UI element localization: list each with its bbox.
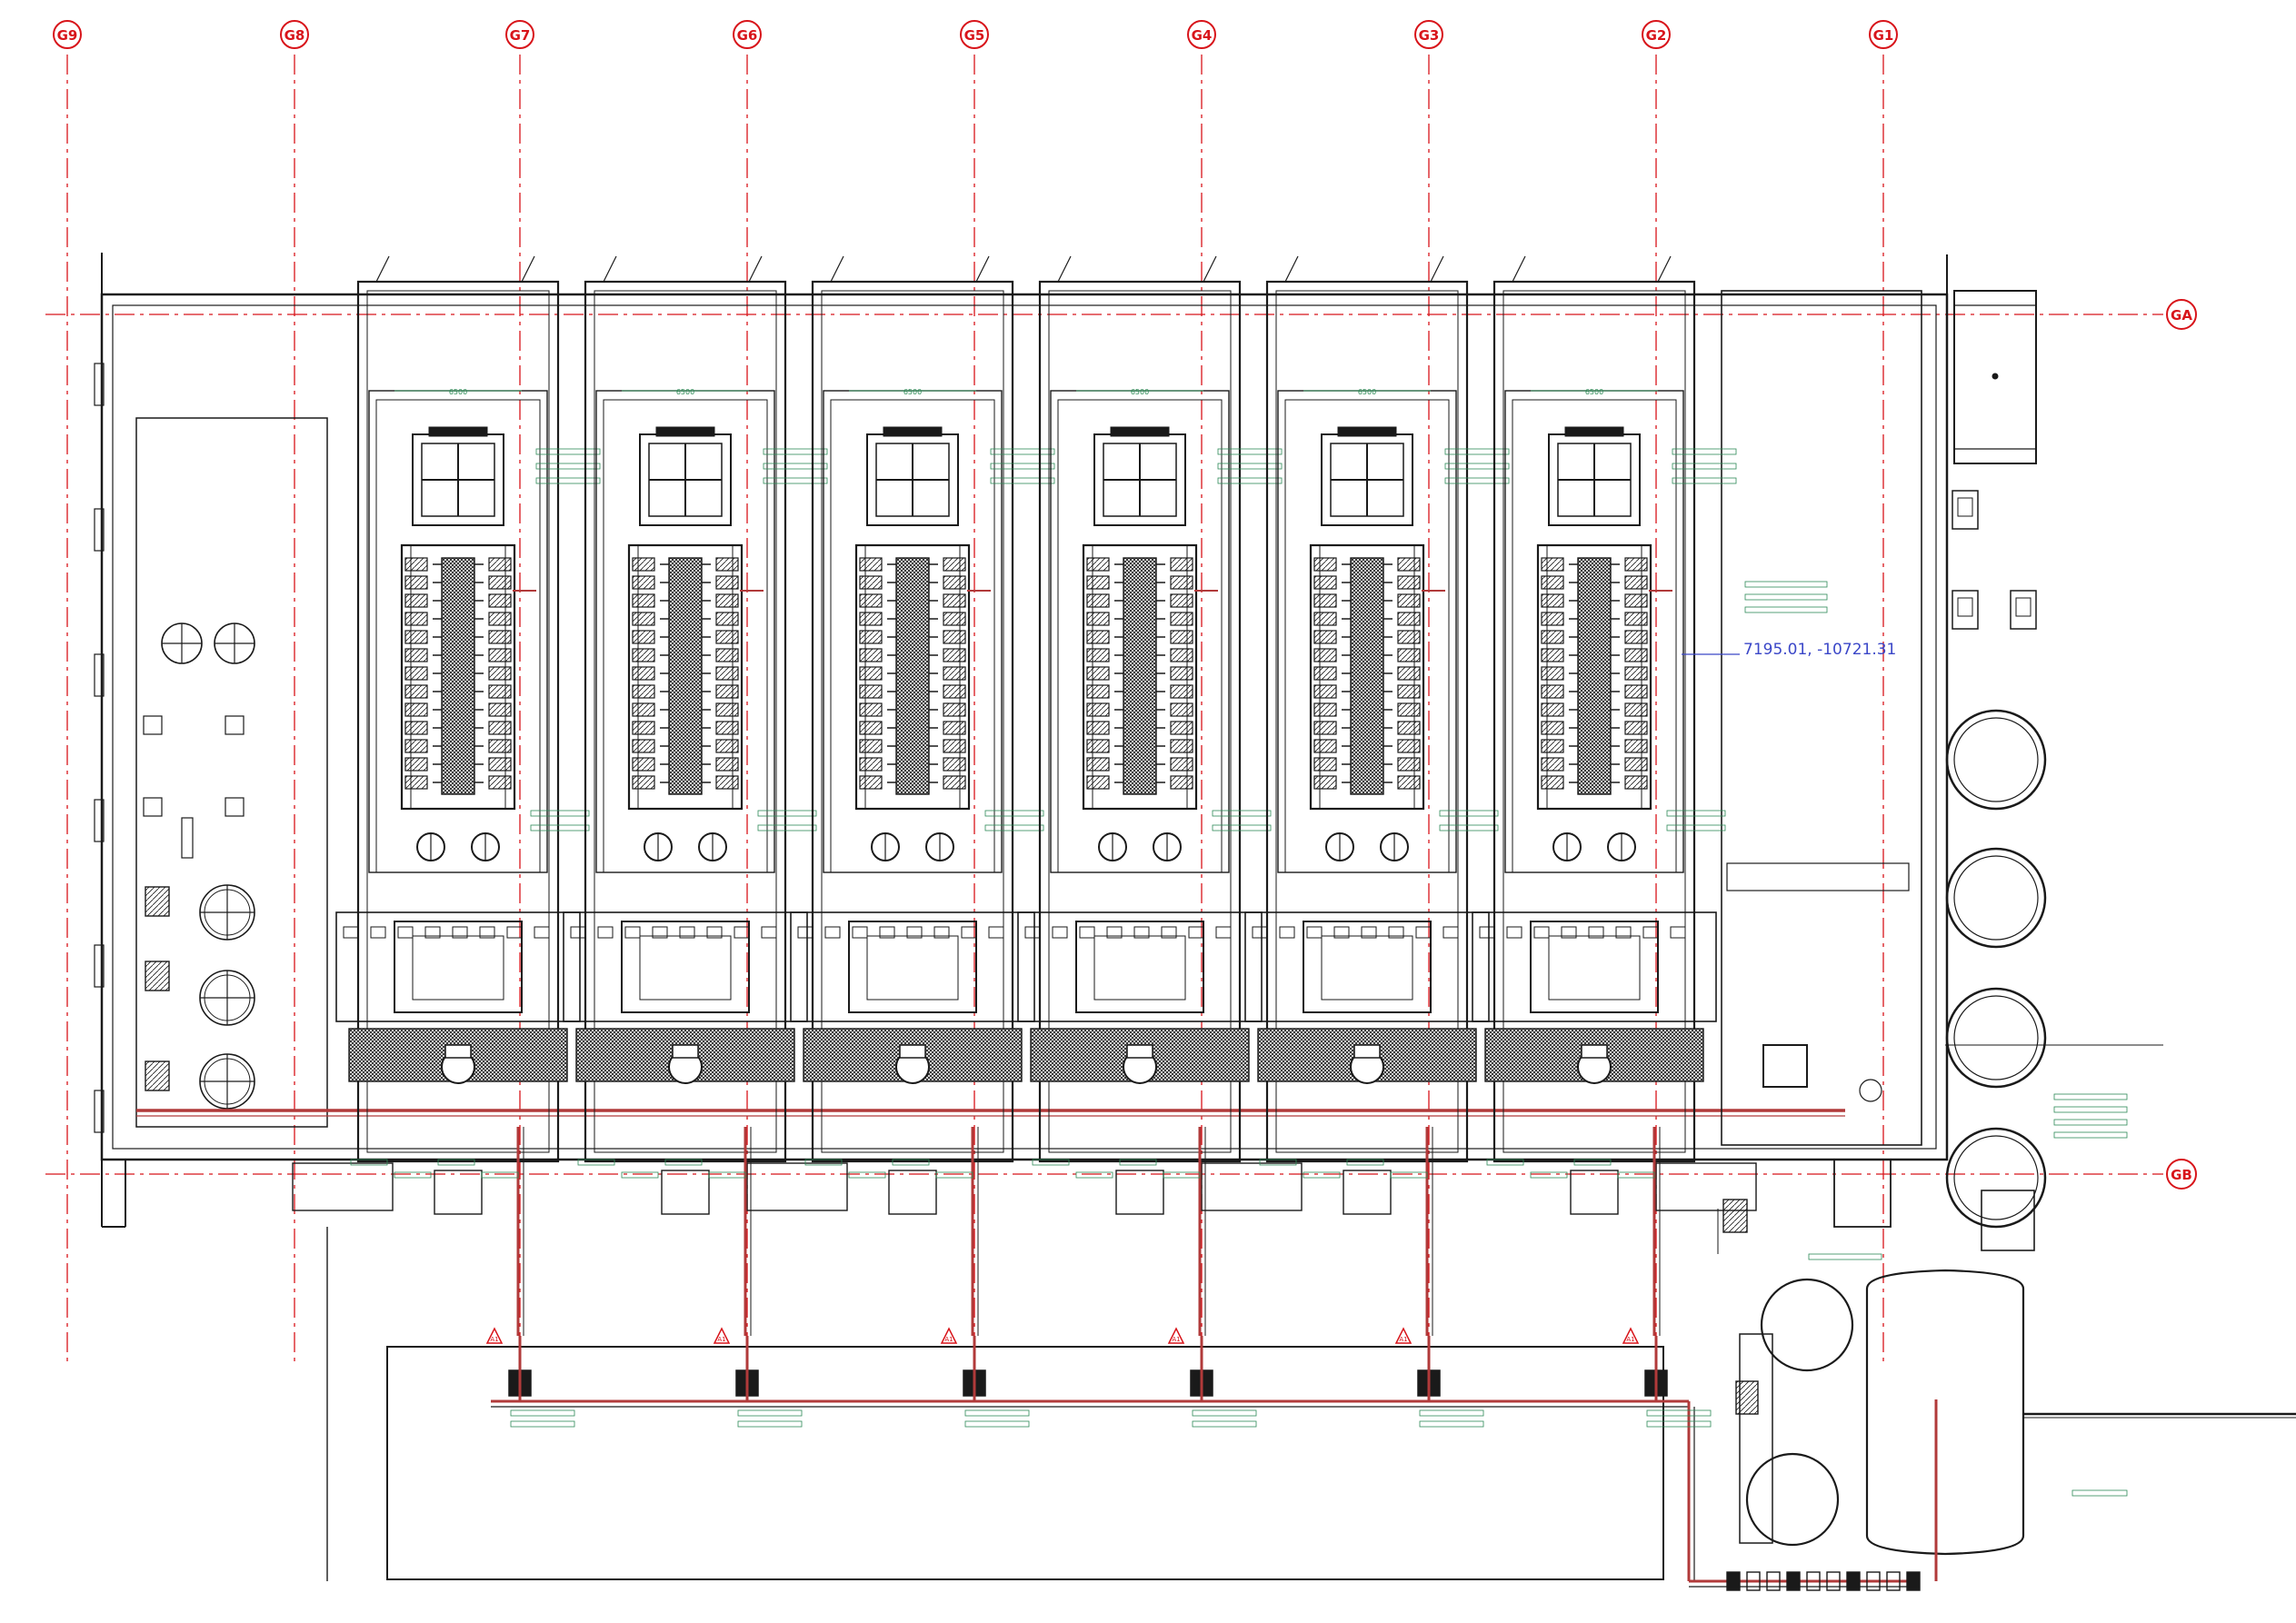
alternator-frame	[790, 911, 1035, 1022]
valve-marker	[1394, 1327, 1413, 1344]
turbo	[1153, 832, 1182, 861]
oil-tank-pit	[386, 1346, 1664, 1580]
service-room	[1721, 290, 1922, 1146]
engine-block	[627, 543, 744, 811]
alternator-frame	[1017, 911, 1263, 1022]
valve-marker	[940, 1327, 958, 1344]
tank-equipment	[1682, 290, 2296, 1581]
filter-unit	[2010, 590, 2037, 630]
left-room	[135, 417, 328, 1128]
vertical-tank	[1953, 290, 2037, 464]
engine-block	[400, 543, 516, 811]
turbo	[925, 832, 954, 861]
generator-bays: 6500 6500 6500 6500 6500 6500	[335, 255, 1737, 1336]
dimension-label: 6500	[1131, 388, 1149, 396]
turbo	[1325, 832, 1354, 861]
turbo	[871, 832, 900, 861]
filter-unit	[1952, 590, 1979, 630]
round-tank	[1945, 847, 2047, 949]
valve-marker	[1622, 1327, 1640, 1344]
alternator-frame	[563, 911, 808, 1022]
building-wall-inner	[112, 304, 1937, 1150]
round-tank	[1945, 1127, 2047, 1229]
pump-tank	[1760, 1278, 1854, 1372]
turbo	[471, 832, 500, 861]
grid-bubble-g9	[53, 20, 82, 49]
grid-label-g2: G2	[1646, 27, 1667, 44]
building-outline	[94, 253, 1949, 1581]
engine-block	[854, 543, 971, 811]
grid-bubble-gb	[2166, 1159, 2197, 1190]
grid-bubble-g3	[1414, 20, 1443, 49]
coordinate-readout: 7195.01, -10721.31	[1743, 641, 1896, 659]
grid-bubble-ga	[2166, 299, 2197, 330]
valve-marker-label: A1	[1399, 1336, 1407, 1343]
turbo	[644, 832, 673, 861]
motor	[145, 1060, 170, 1091]
valve-marker-label: A1	[1172, 1336, 1180, 1343]
genset-bay-1: 6500	[335, 255, 601, 1336]
turbo	[1552, 832, 1582, 861]
grid-label-g6: G6	[737, 27, 758, 44]
valve-marker	[713, 1327, 731, 1344]
grid-lines	[45, 55, 2163, 1363]
engine-block	[1309, 543, 1425, 811]
motor	[145, 886, 170, 917]
valve-marker	[1167, 1327, 1185, 1344]
turbo	[698, 832, 727, 861]
alternator-frame	[335, 911, 581, 1022]
round-tank	[1945, 709, 2047, 811]
pipework: A1 A1 A1 A1 A1 A1	[386, 1327, 1921, 1591]
grid-label-ga: GA	[2171, 307, 2192, 324]
genset-bay-3: 6500	[790, 255, 1055, 1336]
turbo	[1098, 832, 1127, 861]
grid-label-gb: GB	[2171, 1167, 2192, 1183]
grid-bubble-g7	[505, 20, 534, 49]
engine-block	[1536, 543, 1652, 811]
grid-label-g8: G8	[285, 27, 305, 44]
valve-marker	[485, 1327, 504, 1344]
grid-bubble-g1	[1869, 20, 1898, 49]
turbo	[416, 832, 445, 861]
genset-bay-6: 6500	[1472, 255, 1737, 1336]
grid-bubble-g5	[960, 20, 989, 49]
grid-label-g3: G3	[1419, 27, 1440, 44]
genset-bay-2: 6500	[563, 255, 828, 1336]
grid-bubble-g8	[280, 20, 309, 49]
engine-block	[1082, 543, 1198, 811]
filter-unit	[1952, 490, 1979, 530]
valve-marker-label: A1	[490, 1336, 498, 1343]
grid-label-g7: G7	[510, 27, 531, 44]
grid-label-g1: G1	[1873, 27, 1894, 44]
dimension-label: 6500	[1358, 388, 1376, 396]
valve-marker-label: A1	[717, 1336, 725, 1343]
grid-label-g9: G9	[57, 27, 78, 44]
dimension-label: 6500	[903, 388, 922, 396]
alternator-frame	[1244, 911, 1490, 1022]
alternator-frame	[1472, 911, 1717, 1022]
valve-marker-label: A1	[944, 1336, 953, 1343]
horizontal-tank	[1865, 1269, 2025, 1556]
grid-bubble-g2	[1642, 20, 1671, 49]
genset-bay-5: 6500	[1244, 255, 1510, 1336]
grid-bubble-g4	[1187, 20, 1216, 49]
grid-label-g4: G4	[1192, 27, 1213, 44]
grid-label-g5: G5	[964, 27, 985, 44]
dimension-label: 6500	[1585, 388, 1603, 396]
round-tank	[1945, 987, 2047, 1089]
pump-tank	[1745, 1452, 1840, 1547]
dimension-label: 6500	[676, 388, 694, 396]
valve-marker-label: A1	[1626, 1336, 1634, 1343]
turbo	[1607, 832, 1636, 861]
dimension-label: 6500	[449, 388, 467, 396]
turbo	[1380, 832, 1409, 861]
genset-bay-4: 6500	[1017, 255, 1283, 1336]
grid-bubble-g6	[733, 20, 762, 49]
motor	[145, 961, 170, 991]
